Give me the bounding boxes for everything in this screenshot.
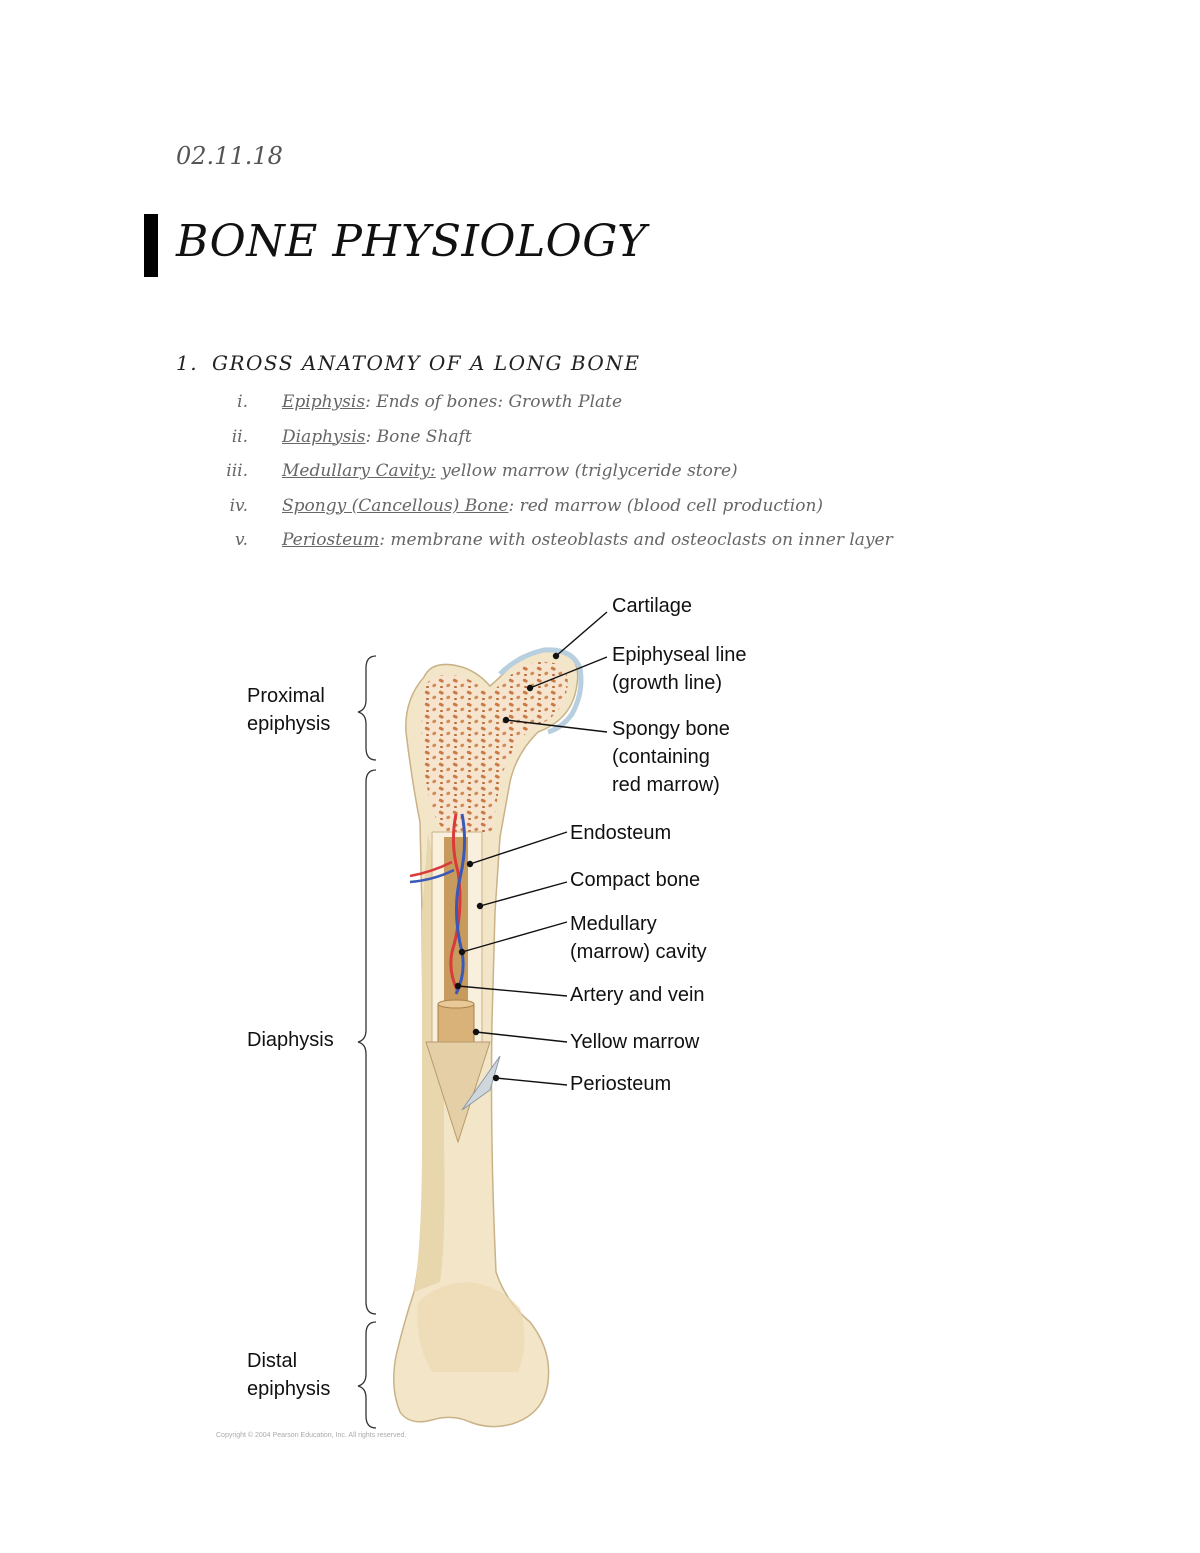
page-title: BONE PHYSIOLOGY xyxy=(176,216,647,267)
section-number: 1. xyxy=(176,351,199,375)
list-numeral: iv. xyxy=(229,495,248,516)
list-definition: Bone Shaft xyxy=(371,426,472,447)
figure-copyright: Copyright © 2004 Pearson Education, Inc.… xyxy=(216,1432,407,1439)
label-diaphysis: Diaphysis xyxy=(247,1029,334,1051)
list-definition: Ends of bones: Growth Plate xyxy=(370,392,623,412)
label-endosteum: Endosteum xyxy=(570,822,672,844)
list-term: Spongy (Cancellous) Bone xyxy=(282,495,509,516)
label-cartilage: Cartilage xyxy=(612,595,693,617)
list-numeral: i. xyxy=(237,392,248,412)
list-numeral: iii. xyxy=(226,461,248,481)
label-periosteum: Periosteum xyxy=(570,1073,672,1095)
leader-lines xyxy=(454,611,608,1086)
region-braces xyxy=(357,655,377,1429)
bone-shape xyxy=(393,647,584,1428)
section-title: GROSS ANATOMY OF A LONG BONE xyxy=(212,351,641,375)
list-term: Medullary Cavity: xyxy=(282,461,436,481)
list-definition: yellow marrow (triglyceride store) xyxy=(435,461,738,481)
bone-illustration xyxy=(357,611,608,1429)
label-medullary-cavity: Medullary(marrow) cavity xyxy=(570,913,707,963)
list-term: Diaphysis xyxy=(282,426,366,447)
title-accent-bar xyxy=(144,214,158,277)
section-heading: 1. GROSS ANATOMY OF A LONG BONE xyxy=(176,351,640,375)
label-artery-and-vein: Artery and vein xyxy=(570,984,705,1006)
list-term: Epiphysis xyxy=(282,392,366,412)
label-yellow-marrow: Yellow marrow xyxy=(570,1031,700,1053)
label-compact-bone: Compact bone xyxy=(570,869,701,891)
list-definition: red marrow (blood cell production) xyxy=(514,495,824,516)
list-definition: membrane with osteoblasts and osteoclast… xyxy=(384,530,893,550)
document-date: 02.11.18 xyxy=(176,142,283,170)
list-numeral: v. xyxy=(235,530,248,550)
list-term: Periosteum xyxy=(282,530,380,550)
list-numeral: ii. xyxy=(231,426,248,447)
label-epiphyseal-line: Epiphyseal line(growth line) xyxy=(612,644,747,694)
